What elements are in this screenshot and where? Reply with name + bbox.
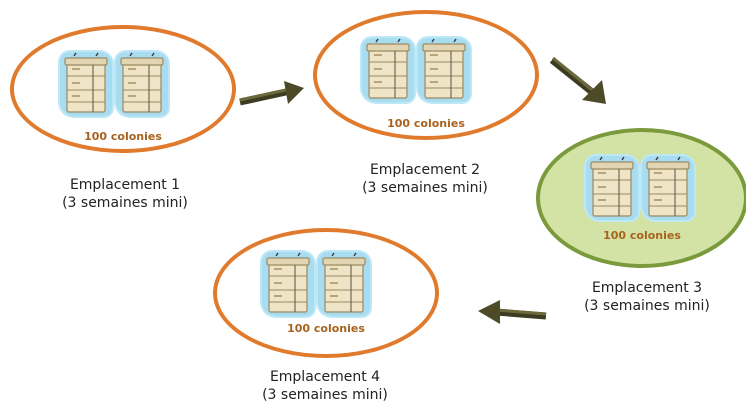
hive-icon	[362, 38, 414, 102]
site-3-hives	[586, 156, 694, 220]
site-2-colonies: 100 colonies	[387, 117, 465, 130]
site-3-label: Emplacement 3 (3 semaines mini)	[552, 279, 742, 315]
site-1-hives	[60, 52, 168, 116]
site-2-name: Emplacement 2	[369, 162, 481, 178]
site-4-duration: (3 semaines mini)	[262, 387, 388, 403]
arrow-3-to-4-icon	[478, 300, 547, 324]
site-3-duration: (3 semaines mini)	[584, 298, 710, 314]
arrow-1-to-2-icon	[239, 81, 304, 106]
site-3-ellipse-active	[536, 128, 746, 268]
site-4-name: Emplacement 4	[269, 369, 381, 385]
site-1-label: Emplacement 1 (3 semaines mini)	[30, 176, 220, 212]
site-3-name: Emplacement 3	[591, 280, 703, 296]
hive-icon	[642, 156, 694, 220]
site-1-duration: (3 semaines mini)	[62, 195, 188, 211]
site-4-label: Emplacement 4 (3 semaines mini)	[230, 368, 420, 404]
hive-icon	[418, 38, 470, 102]
site-4-colonies: 100 colonies	[287, 322, 365, 335]
site-2-label: Emplacement 2 (3 semaines mini)	[330, 161, 520, 197]
site-2-hives	[362, 38, 470, 102]
site-2-duration: (3 semaines mini)	[362, 180, 488, 196]
site-4-hives	[262, 252, 370, 316]
hive-icon	[318, 252, 370, 316]
site-3-colonies: 100 colonies	[603, 229, 681, 242]
hive-icon	[262, 252, 314, 316]
site-1-name: Emplacement 1	[69, 177, 181, 193]
arrow-2-to-3-icon	[549, 56, 606, 104]
hive-icon	[116, 52, 168, 116]
hive-icon	[586, 156, 638, 220]
site-1-colonies: 100 colonies	[84, 130, 162, 143]
hive-icon	[60, 52, 112, 116]
